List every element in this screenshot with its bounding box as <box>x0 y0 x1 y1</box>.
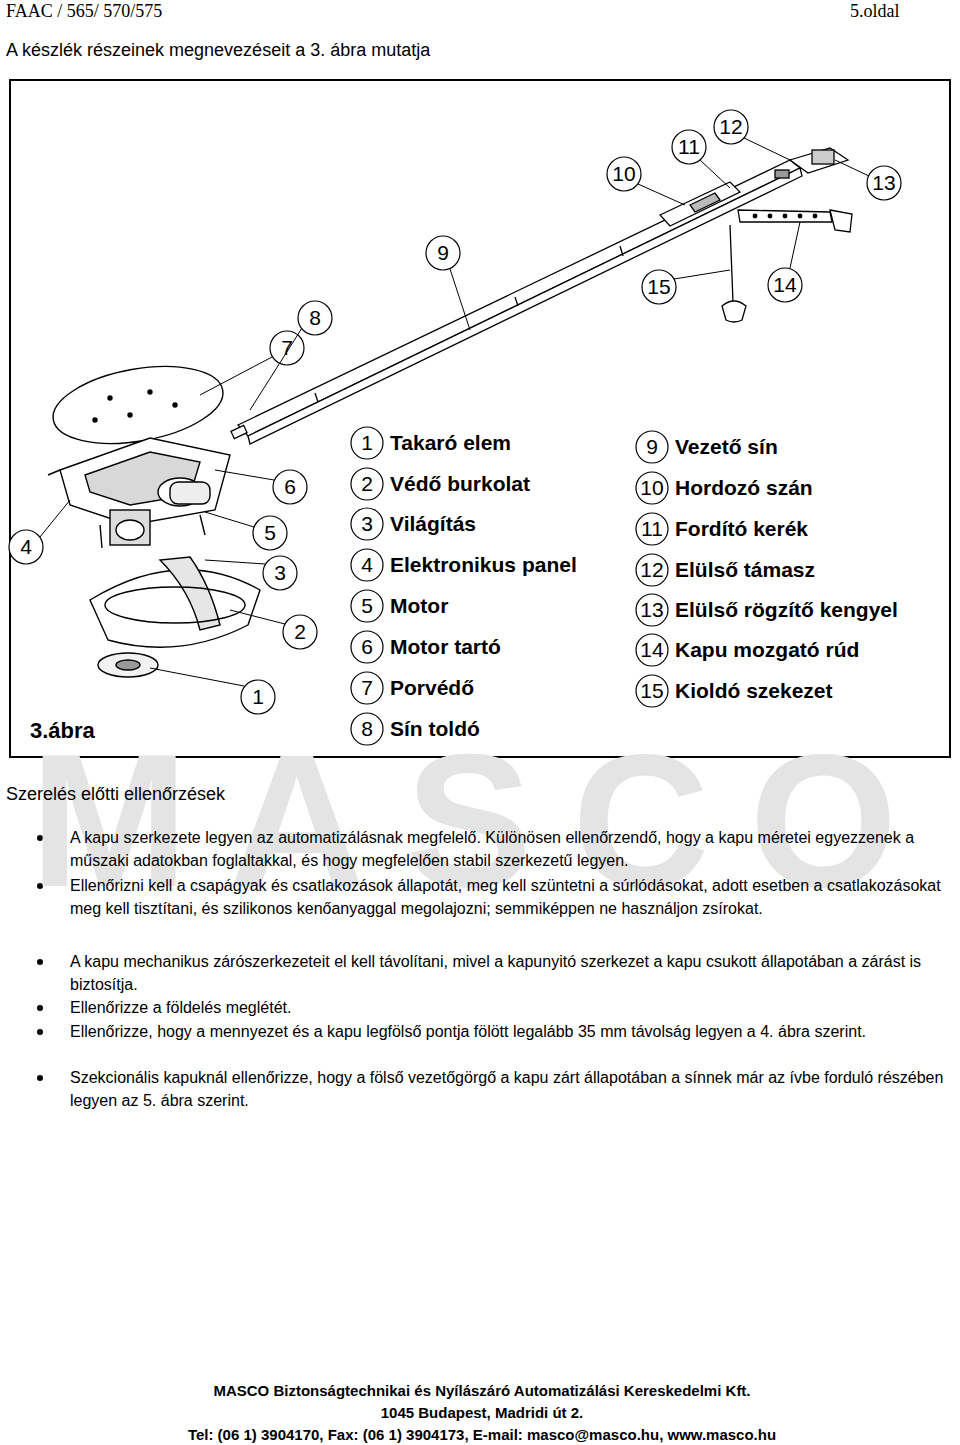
figure-frame <box>10 80 950 757</box>
bullet-text: A kapu mechanikus zárószerkezeteit el ke… <box>70 950 955 996</box>
part-name: Motor <box>390 593 448 619</box>
bullet-text: Ellenőrizze a földelés meglétét. <box>70 996 955 1019</box>
legend-number: 11 <box>632 516 672 542</box>
door-arm <box>738 210 852 232</box>
callout-number: 8 <box>295 305 335 331</box>
part-name: Védő burkolat <box>390 471 530 497</box>
legend-number: 14 <box>632 637 672 663</box>
callout-number: 11 <box>669 134 709 160</box>
legend-circles <box>351 427 668 745</box>
motor-unit <box>48 438 230 548</box>
bullet-text: A kapu szerkezete legyen az automatizálá… <box>70 826 955 872</box>
part-name: Fordító kerék <box>675 516 808 542</box>
footer-text: MASCO Biztonságtechnikai és Nyílászáró A… <box>2 1381 960 1401</box>
guide-rail <box>231 160 802 444</box>
part-name: Motor tartó <box>390 634 501 660</box>
page-number: 5.oldal <box>850 0 900 23</box>
front-bracket <box>775 148 848 178</box>
callout-number: 14 <box>765 272 805 298</box>
part-name: Kioldó szekezet <box>675 678 833 704</box>
legend-number: 6 <box>347 634 387 660</box>
part-name: Elektronikus panel <box>390 552 577 578</box>
legend-number: 1 <box>347 430 387 456</box>
legend-number: 15 <box>632 678 672 704</box>
part-name: Porvédő <box>390 675 474 701</box>
callout-number: 2 <box>280 619 320 645</box>
callout-number: 15 <box>639 274 679 300</box>
carriage <box>660 182 740 226</box>
part-name: Takaró elem <box>390 430 511 456</box>
part-name: Világítás <box>390 511 476 537</box>
page-title: A készlék részeinek megnevezéseit a 3. á… <box>6 40 430 61</box>
callout-number: 3 <box>260 560 300 586</box>
release-cord <box>722 225 746 322</box>
bullet-text: Szekcionális kapuknál ellenőrizze, hogy … <box>70 1066 955 1112</box>
callout-number: 12 <box>711 114 751 140</box>
part-name: Kapu mozgató rúd <box>675 637 859 663</box>
callout-number: 7 <box>267 335 307 361</box>
legend-number: 13 <box>632 597 672 623</box>
legend-number: 5 <box>347 593 387 619</box>
legend-number: 2 <box>347 471 387 497</box>
callout-number: 4 <box>6 534 46 560</box>
dust-cover <box>47 355 229 456</box>
page-header: FAAC / 565/ 570/575 <box>6 0 162 23</box>
legend-number: 9 <box>632 434 672 460</box>
part-name: Hordozó szán <box>675 475 813 501</box>
bullet-text: Ellenőrizni kell a csapágyak és csatlako… <box>70 874 955 920</box>
part-name: Elülső támasz <box>675 557 815 583</box>
part-name: Vezető sín <box>675 434 778 460</box>
bullet-text: Ellenőrizze, hogy a mennyezet és a kapu … <box>70 1020 955 1043</box>
callout-number: 1 <box>238 684 278 710</box>
callout-number: 5 <box>250 520 290 546</box>
callout-number: 13 <box>864 170 904 196</box>
protective-cover <box>90 557 260 677</box>
part-name: Elülső rögzítő kengyel <box>675 597 898 623</box>
callout-number: 6 <box>270 474 310 500</box>
callout-number: 10 <box>604 161 644 187</box>
legend-number: 10 <box>632 475 672 501</box>
legend-number: 3 <box>347 511 387 537</box>
callout-circles <box>9 110 901 714</box>
footer-text: 1045 Budapest, Madridi út 2. <box>2 1403 960 1423</box>
legend-number: 7 <box>347 675 387 701</box>
section-heading: Szerelés előtti ellenőrzések <box>6 783 225 806</box>
callout-number: 9 <box>423 240 463 266</box>
legend-number: 4 <box>347 552 387 578</box>
legend-number: 12 <box>632 557 672 583</box>
footer-text: Tel: (06 1) 3904170, Fax: (06 1) 3904173… <box>2 1425 960 1445</box>
